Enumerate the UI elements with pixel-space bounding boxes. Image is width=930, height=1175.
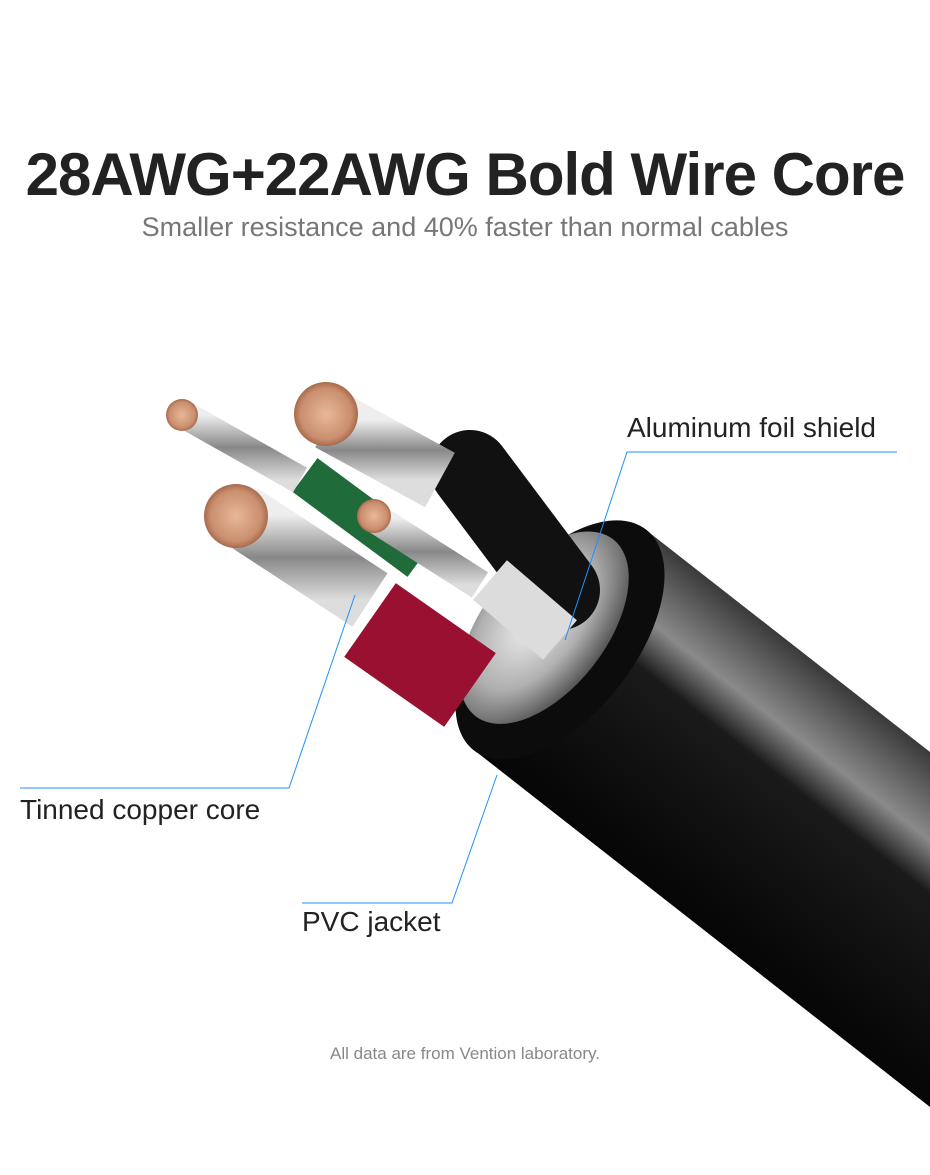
callout-jacket-label: PVC jacket — [302, 906, 441, 937]
footnote: All data are from Vention laboratory. — [330, 1044, 600, 1063]
callout-line-jacket — [302, 774, 498, 904]
copper-core-end — [204, 484, 268, 548]
copper-core-end — [166, 399, 198, 431]
callout-shield-label: Aluminum foil shield — [627, 412, 876, 443]
headline: 28AWG+22AWG Bold Wire Core — [25, 141, 906, 208]
callout-line-shield — [564, 451, 897, 641]
callout-core-label: Tinned copper core — [20, 794, 261, 825]
callout-line-core — [20, 594, 356, 789]
copper-core-end — [294, 382, 358, 446]
copper-core-end — [357, 499, 391, 533]
subheadline: Smaller resistance and 40% faster than n… — [141, 212, 789, 242]
